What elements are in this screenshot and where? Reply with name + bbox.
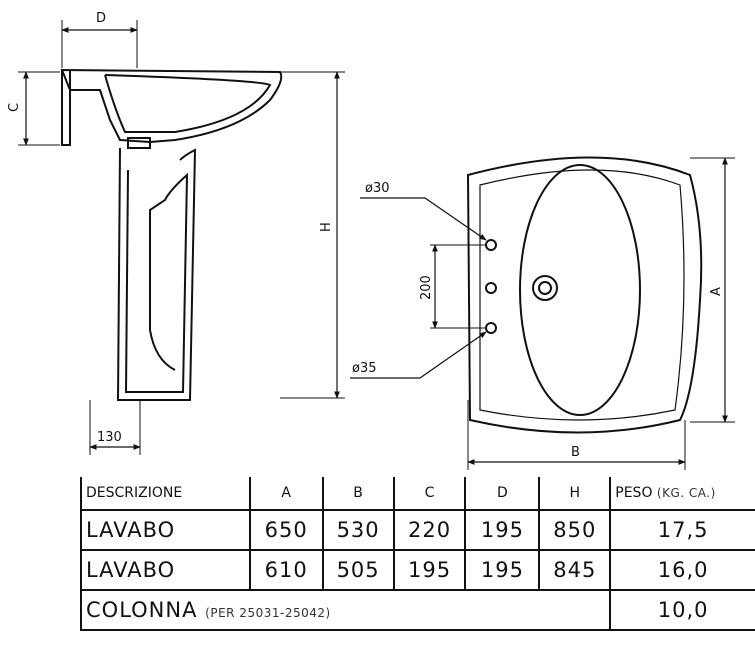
header-descrizione: DESCRIZIONE: [80, 477, 251, 511]
table-row-colonna: COLONNA (PER 25031-25042) 10,0: [79, 589, 755, 631]
colonna-label: COLONNA: [86, 598, 198, 622]
technical-drawing: D C H 130 ø30 ø35 200 A B: [7, 11, 735, 470]
table-header-row: DESCRIZIONE A B C D H PESO (KG. CA.): [80, 477, 755, 511]
dim-b-label: B: [571, 445, 580, 460]
cell-peso: 17,5: [609, 509, 755, 551]
overflow-hole-label: ø35: [352, 361, 377, 376]
cell-peso: 16,0: [609, 549, 755, 591]
cell-desc: LAVABO: [80, 509, 251, 551]
table-row: LAVABO 610 505 195 195 845 16,0: [80, 549, 755, 591]
dim-c-label: C: [7, 103, 22, 112]
cell-b: 505: [321, 549, 395, 591]
cell-peso: 10,0: [609, 589, 755, 631]
dim-130-label: 130: [97, 430, 122, 445]
peso-label: PESO: [615, 485, 653, 501]
side-view: [18, 20, 345, 455]
cell-desc: LAVABO: [80, 549, 251, 591]
cell-d: 195: [464, 509, 541, 551]
peso-unit: (KG. CA.): [656, 486, 716, 500]
dim-d-label: D: [96, 11, 106, 26]
cell-b: 530: [321, 509, 395, 551]
cell-h: 845: [538, 549, 612, 591]
cell-c: 220: [392, 509, 467, 551]
header-a: A: [248, 477, 324, 511]
header-c: C: [392, 477, 467, 511]
cell-a: 650: [248, 509, 324, 551]
dim-200-label: 200: [419, 275, 434, 300]
top-view: [350, 156, 735, 470]
header-peso: PESO (KG. CA.): [609, 477, 755, 511]
tap-hole-label: ø30: [365, 181, 390, 196]
header-d: D: [464, 477, 541, 511]
table-row: LAVABO 650 530 220 195 850 17,5: [80, 509, 755, 551]
header-b: B: [321, 477, 395, 511]
cell-a: 610: [248, 549, 324, 591]
cell-c: 195: [392, 549, 467, 591]
cell-colonna: COLONNA (PER 25031-25042): [79, 589, 612, 631]
cell-d: 195: [464, 549, 541, 591]
dimensions-table: DESCRIZIONE A B C D H PESO (KG. CA.) LAV…: [79, 477, 755, 631]
dim-a-label: A: [709, 287, 724, 296]
colonna-note: (PER 25031-25042): [205, 606, 331, 620]
cell-h: 850: [538, 509, 612, 551]
header-h: H: [538, 477, 612, 511]
dim-h-label: H: [319, 222, 334, 232]
